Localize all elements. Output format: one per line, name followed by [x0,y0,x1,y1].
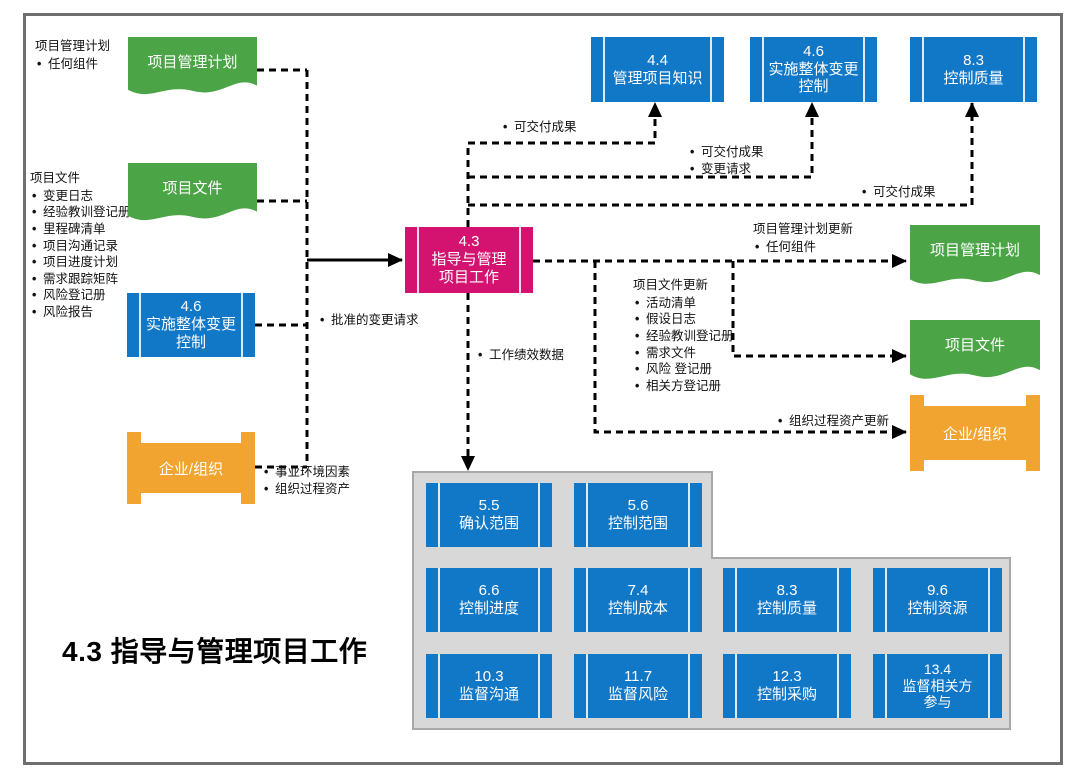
note-approved-changes: 批准的变更请求 [318,312,419,329]
process-box-4-6-left: 4.6 实施整体变更 控制 [127,293,255,357]
note-pmp-input: 项目管理计划 任何组件 [35,38,110,72]
note-docs-input: 项目文件 变更日志 经验教训登记册 里程碑清单 项目沟通记录 项目进度计划 需求… [30,170,131,321]
data-store-pmp-right: 项目管理计划 [910,225,1040,294]
connector-to-4-6 [468,102,819,179]
process-box-6-6: 6.6 控制进度 [426,568,552,632]
process-box-5-5: 5.5 确认范围 [426,483,552,547]
flag-shape [910,320,1040,379]
connector-to-4-4 [468,102,662,145]
process-box-8-3-group: 8.3 控制质量 [723,568,851,632]
note-doc-updates: 项目文件更新 活动清单 假设日志 经验教训登记册 需求文件 风险 登记册 相关方… [633,277,734,394]
page-border [23,13,1063,765]
process-box-13-4: 13.4 监督相关方 参与 [873,654,1002,718]
process-box-4-6-top: 4.6 实施整体变更 控制 [750,37,877,102]
data-store-docs-right: 项目文件 [910,320,1040,389]
flag-shape [910,225,1040,284]
flag-shape [128,163,257,221]
note-deliverables-44: 可交付成果 [501,119,577,136]
bracket-bar-right [1026,395,1040,471]
data-store-docs-left: 项目文件 [128,163,257,230]
note-deliverables-46: 可交付成果 变更请求 [688,144,764,177]
note-pmp-updates: 项目管理计划更新 任何组件 [753,221,853,255]
process-box-4-3-center: 4.3 指导与管理 项目工作 [405,227,533,293]
org-bracket-left: 企业/组织 [127,432,255,504]
monitoring-group-container [412,471,1011,730]
process-box-7-4: 7.4 控制成本 [574,568,702,632]
flag-shape [128,37,257,95]
process-box-9-6: 9.6 控制资源 [873,568,1002,632]
bracket-bar-mid [137,443,245,493]
process-box-8-3-top: 8.3 控制质量 [910,37,1037,102]
bracket-bar-right [241,432,255,504]
process-box-11-7: 11.7 监督风险 [574,654,702,718]
note-deliverables-83: 可交付成果 [860,184,936,201]
connector-to-org-right [593,261,907,439]
note-eef-opa: 事业环境因素 组织过程资产 [262,464,350,497]
process-box-12-3: 12.3 控制采购 [723,654,851,718]
data-store-pmp-left: 项目管理计划 [128,37,257,104]
diagram-caption: 4.3 指导与管理项目工作 [62,636,368,667]
connector-to-8-3 [468,102,979,207]
bracket-bar-mid [920,406,1030,460]
connector-to-docs-right [731,261,907,363]
org-bracket-right: 企业/组织 [910,395,1040,471]
process-box-10-3: 10.3 监督沟通 [426,654,552,718]
process-box-5-6: 5.6 控制范围 [574,483,702,547]
process-box-4-4: 4.4 管理项目知识 [591,37,724,102]
note-opa-updates: 组织过程资产更新 [776,413,889,430]
note-work-performance-data: 工作绩效数据 [476,347,564,364]
